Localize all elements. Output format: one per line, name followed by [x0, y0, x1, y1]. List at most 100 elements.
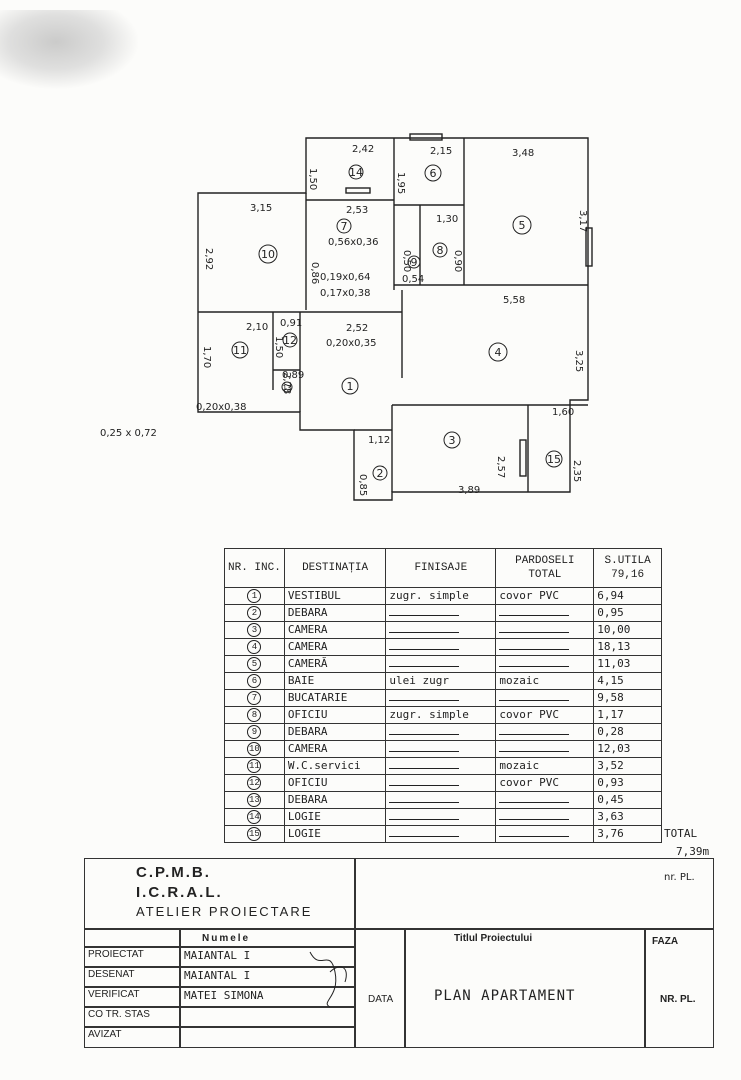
- flooring: [495, 808, 595, 826]
- destination: CAMERA: [283, 740, 387, 758]
- col-finisaje: FINISAJE: [385, 548, 497, 588]
- person-name: MAIANTAL I: [184, 969, 251, 982]
- svg-text:0,20x0,35: 0,20x0,35: [326, 338, 376, 349]
- svg-text:1: 1: [347, 380, 354, 393]
- area-text: 12,03: [597, 741, 631, 755]
- flooring-text: covor PVC: [499, 707, 559, 721]
- destination-text: BAIE: [287, 673, 315, 687]
- svg-text:1,95: 1,95: [395, 172, 406, 194]
- room-number: 10: [224, 740, 285, 758]
- svg-text:0,50: 0,50: [401, 250, 412, 272]
- person-name: MAIANTAL I: [184, 949, 251, 962]
- flooring: covor PVC: [495, 774, 595, 792]
- titlu-label: Titlul Proiectului: [454, 933, 533, 944]
- area-text: 10,00: [597, 622, 631, 636]
- svg-text:0,25 x 0,72: 0,25 x 0,72: [100, 428, 157, 439]
- ditto-mark: [389, 761, 460, 769]
- area-text: 0,28: [597, 724, 624, 738]
- area: 18,13: [593, 638, 662, 656]
- svg-text:15: 15: [547, 453, 561, 466]
- svg-text:3,48: 3,48: [512, 148, 534, 159]
- room-number: 12: [224, 774, 285, 792]
- room-number: 4: [224, 638, 285, 656]
- destination-text: OFICIU: [287, 707, 328, 721]
- area: 6,94: [593, 587, 662, 605]
- role-label: DESENAT: [88, 969, 135, 980]
- finish: [385, 808, 497, 826]
- role-label: PROIECTAT: [88, 949, 144, 960]
- area-text: 1,17: [597, 707, 624, 721]
- finish: [385, 604, 497, 622]
- svg-text:3,17: 3,17: [577, 210, 588, 232]
- org-1: C.P.M.B.: [136, 864, 211, 881]
- destination: LOGIE: [283, 825, 387, 843]
- svg-text:1,30: 1,30: [436, 214, 458, 225]
- destination-text: CAMERĂ: [287, 656, 328, 670]
- svg-text:12: 12: [283, 334, 297, 347]
- area-text: 11,03: [597, 656, 631, 670]
- ditto-mark: [389, 829, 460, 837]
- destination-text: LOGIE: [287, 809, 321, 823]
- room-number-circle: 11: [247, 759, 262, 773]
- finish: [385, 757, 497, 775]
- destination: DEBARA: [283, 723, 387, 741]
- svg-text:5: 5: [519, 219, 526, 232]
- area-text: 4,15: [597, 673, 624, 687]
- svg-text:2,10: 2,10: [246, 322, 268, 333]
- svg-text:0,19x0,64: 0,19x0,64: [320, 272, 370, 283]
- room-number-circle: 9: [247, 725, 262, 739]
- title-block: C.P.M.B. I.C.R.A.L. ATELIER PROIECTARE N…: [84, 858, 714, 1048]
- finish: [385, 774, 497, 792]
- svg-text:13: 13: [283, 384, 292, 392]
- ditto-mark: [389, 642, 460, 650]
- flooring-text: covor PVC: [499, 775, 559, 789]
- flooring: [495, 655, 595, 673]
- room-number-circle: 12: [247, 776, 262, 790]
- destination: VESTIBUL: [283, 587, 387, 605]
- svg-text:4: 4: [495, 346, 502, 359]
- svg-text:3,15: 3,15: [250, 203, 272, 214]
- ditto-mark: [389, 778, 460, 786]
- col-destinatia: DESTINAȚIA: [283, 548, 387, 588]
- destination: OFICIU: [283, 706, 387, 724]
- svg-text:3: 3: [449, 434, 456, 447]
- org-2: I.C.R.A.L.: [136, 884, 223, 901]
- ditto-mark: [389, 744, 460, 752]
- svg-text:9: 9: [411, 256, 418, 269]
- destination: BUCATARIE: [283, 689, 387, 707]
- destination-text: CAMERA: [287, 741, 328, 755]
- room-number: 8: [224, 706, 285, 724]
- ditto-mark: [499, 795, 570, 803]
- area-text: 0,93: [597, 775, 624, 789]
- area-text: 9,58: [597, 690, 624, 704]
- ditto-mark: [499, 812, 570, 820]
- svg-text:2,52: 2,52: [346, 323, 368, 334]
- room-number: 7: [224, 689, 285, 707]
- finish-text: zugr. simple: [389, 707, 469, 721]
- destination-text: DEBARA: [287, 605, 328, 619]
- ditto-mark: [389, 795, 460, 803]
- finish: [385, 689, 497, 707]
- svg-text:1,50: 1,50: [307, 168, 318, 190]
- finish: zugr. simple: [385, 706, 497, 724]
- svg-text:8: 8: [437, 244, 444, 257]
- room-number: 14: [224, 808, 285, 826]
- faza-label: FAZA: [652, 936, 679, 947]
- svg-text:0,90: 0,90: [452, 250, 463, 272]
- svg-text:2,78: 2,78: [281, 372, 292, 394]
- room-number: 13: [224, 791, 285, 809]
- area: 1,17: [593, 706, 662, 724]
- flooring: covor PVC: [495, 706, 595, 724]
- flooring: [495, 689, 595, 707]
- role-label: VERIFICAT: [88, 989, 140, 1000]
- org-3: ATELIER PROIECTARE: [136, 904, 313, 919]
- ditto-mark: [499, 829, 570, 837]
